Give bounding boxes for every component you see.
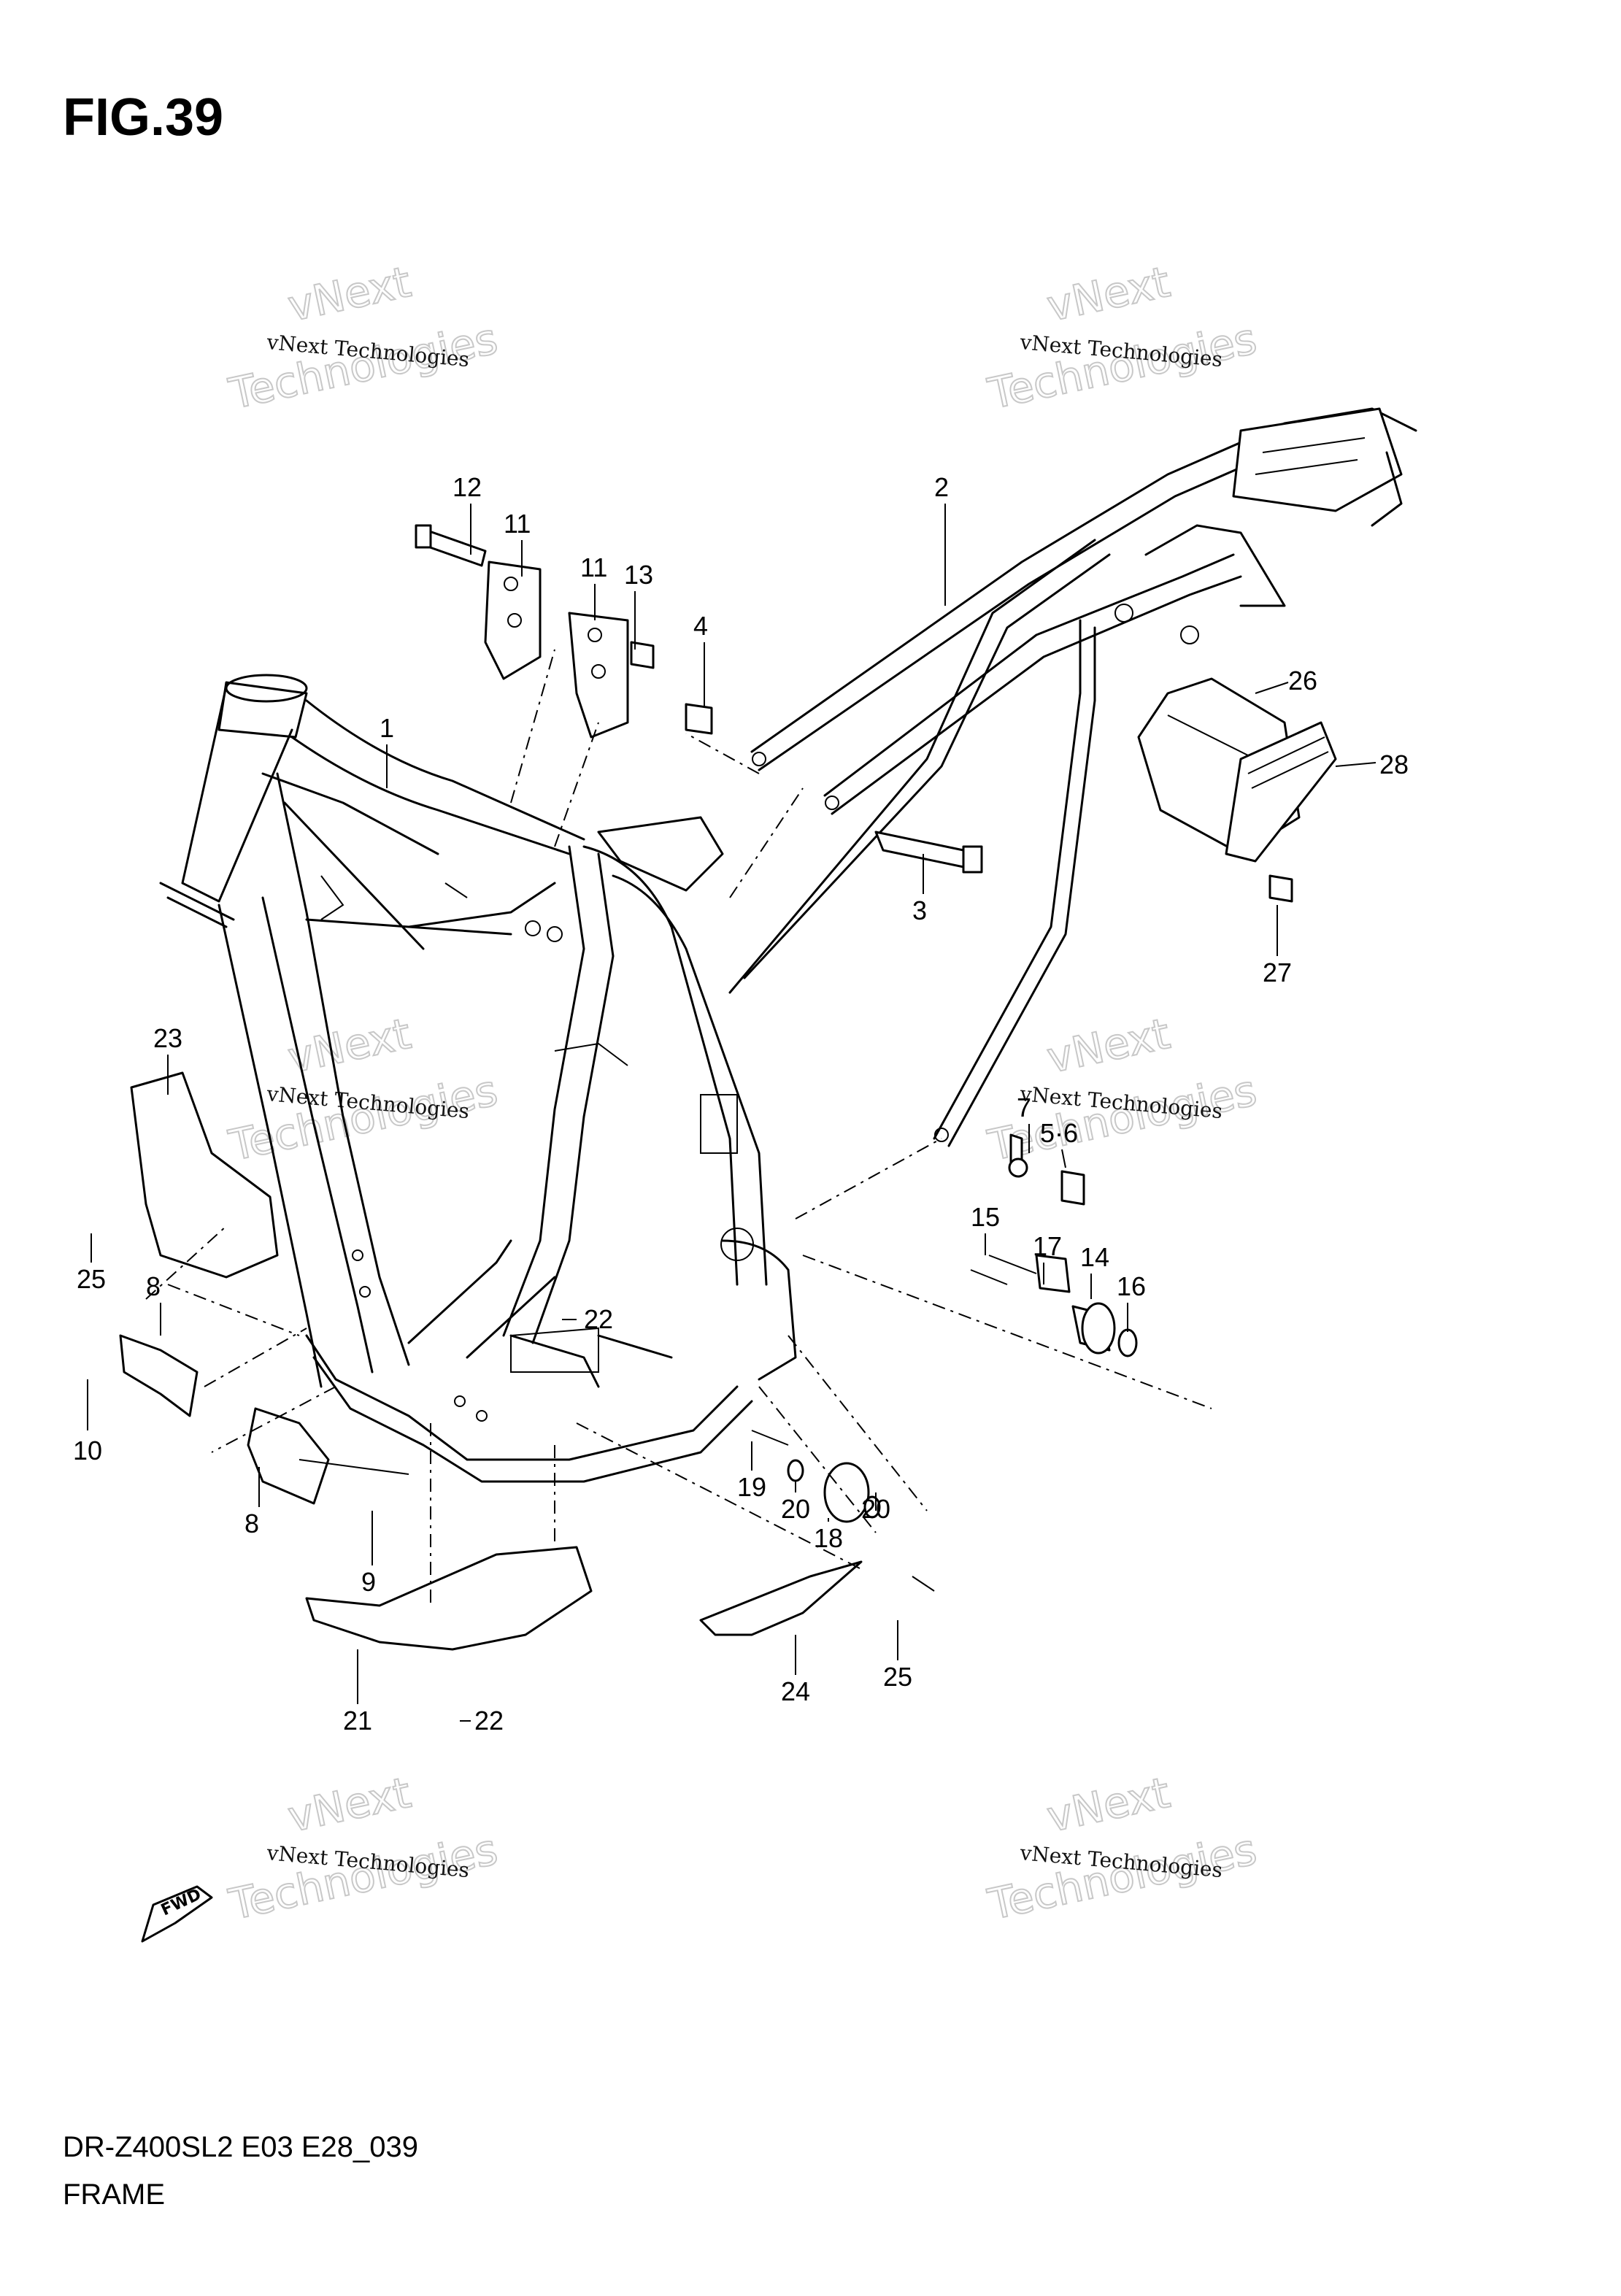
callout-23: 23: [153, 1023, 182, 1053]
callout-leader-lines: [87, 504, 1376, 1722]
callout-14: 14: [1080, 1242, 1109, 1272]
callout-2: 2: [934, 472, 949, 502]
callout-7: 7: [1017, 1093, 1031, 1122]
callout-8: 8: [146, 1271, 161, 1301]
callout-8: 8: [245, 1509, 259, 1538]
watermark-big-text: vNext: [284, 1768, 415, 1842]
watermark-bottom-left: vNext Technologies vNext Technologies: [224, 1767, 503, 1930]
fwd-arrow-icon: FWD: [141, 1885, 213, 1943]
watermark-big-text: vNext: [1043, 257, 1174, 331]
watermark-middle-left: vNext Technologies vNext Technologies: [224, 1008, 503, 1171]
callout-labels: 12 11 11 13 4 2 26 28 1 3 27 23 7 5·6 25…: [73, 472, 1409, 1736]
callout-16: 16: [1117, 1271, 1146, 1301]
callout-25: 25: [77, 1264, 106, 1294]
callout-22: 22: [474, 1706, 504, 1736]
watermark-big-text: vNext: [284, 257, 415, 331]
callout-12: 12: [453, 472, 482, 502]
callout-27: 27: [1263, 958, 1292, 987]
callout-24: 24: [781, 1676, 810, 1706]
callout-20: 20: [781, 1494, 810, 1524]
watermark-big-text: vNext: [1043, 1009, 1174, 1083]
rear-frame-part-2: [728, 407, 1417, 1147]
watermark-bottom-right: vNext Technologies vNext Technologies: [983, 1767, 1262, 1930]
exploded-view-guide-lines: [145, 649, 1212, 1606]
callout-18: 18: [814, 1523, 843, 1553]
callout-22: 22: [584, 1304, 613, 1334]
watermark-big-text: vNext: [284, 1009, 415, 1083]
callout-19: 19: [737, 1472, 766, 1502]
watermark-top-right: vNext Technologies vNext Technologies: [983, 256, 1262, 420]
model-code: DR-Z400SL2 E03 E28_039: [63, 2131, 418, 2163]
battery-box-parts: [1137, 677, 1337, 903]
callout-1: 1: [380, 713, 394, 743]
watermark-top-left: vNext Technologies vNext Technologies: [224, 256, 503, 420]
callout-26: 26: [1288, 666, 1317, 696]
callout-3: 3: [912, 895, 927, 925]
callout-4: 4: [693, 611, 708, 641]
callout-25: 25: [883, 1662, 912, 1692]
callout-28: 28: [1379, 750, 1409, 779]
section-name: FRAME: [63, 2178, 165, 2211]
figure-title: FIG.39: [63, 88, 224, 147]
lower-parts: [119, 1071, 1138, 1651]
callout-17: 17: [1033, 1231, 1062, 1261]
watermark-middle-right: vNext Technologies vNext Technologies: [983, 1008, 1262, 1171]
callout-11: 11: [580, 552, 607, 582]
callout-11: 11: [504, 509, 531, 539]
callout-13: 13: [624, 560, 653, 590]
callout-5-6: 5·6: [1040, 1118, 1078, 1148]
callout-21: 21: [343, 1706, 372, 1736]
callout-15: 15: [971, 1202, 1000, 1232]
callout-9: 9: [361, 1567, 376, 1597]
engine-mount-brackets: [415, 524, 983, 892]
watermark-big-text: vNext: [1043, 1768, 1174, 1842]
callout-10: 10: [73, 1436, 102, 1465]
main-frame-part-1: [159, 674, 797, 1483]
